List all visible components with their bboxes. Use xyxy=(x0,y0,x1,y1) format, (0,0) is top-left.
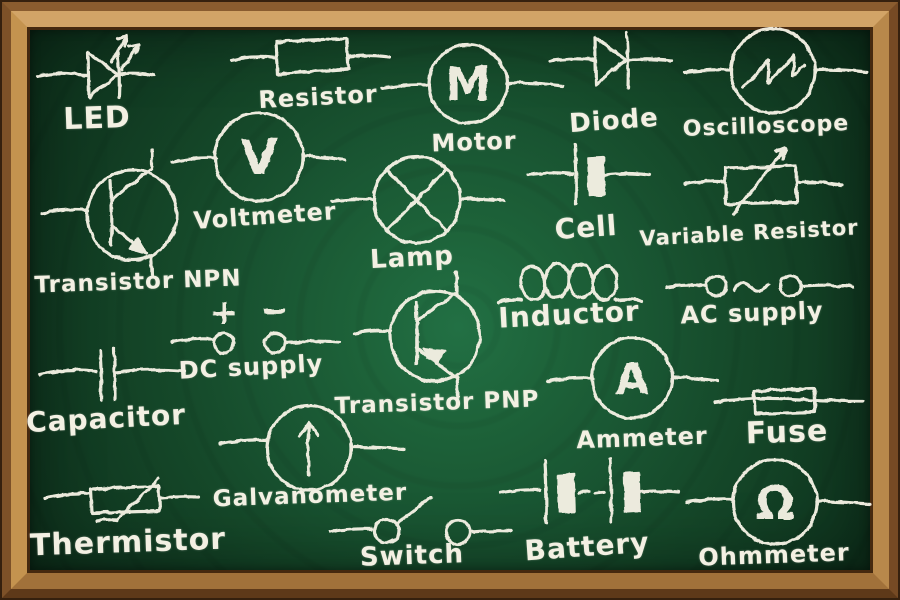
lamp-symbol-icon xyxy=(330,155,506,245)
resistor-label: Resistor xyxy=(257,79,379,115)
motor-letter: M xyxy=(445,57,491,111)
battery-symbol-icon xyxy=(498,457,681,524)
ohmmeter-letter: Ω xyxy=(755,476,794,530)
ammeter-letter: A xyxy=(615,354,649,405)
capacitor-symbol-icon xyxy=(38,347,186,403)
diode-symbol-icon xyxy=(548,31,673,90)
switch-symbol-icon xyxy=(328,496,514,546)
led-symbol-icon xyxy=(36,34,156,99)
inductor-label: Inductor xyxy=(497,294,641,335)
galvanometer-symbol-icon xyxy=(218,404,406,492)
transistor-pnp-symbol-icon xyxy=(352,270,482,400)
ammeter-symbol-icon: A xyxy=(546,336,720,420)
ohmmeter-label: Ohmmeter xyxy=(697,538,851,572)
oscilloscope-label: Oscilloscope xyxy=(682,111,850,142)
frame-inner-seam xyxy=(27,27,873,573)
dc-plus-sign: + xyxy=(210,293,239,333)
transistor-npn-symbol-icon xyxy=(40,148,179,279)
chalkboard-frame xyxy=(11,11,889,589)
diode-label: Diode xyxy=(568,102,660,140)
motor-symbol-icon: M xyxy=(380,43,565,125)
ac-supply-symbol-icon xyxy=(665,274,855,298)
dc-supply-symbol-icon: + − xyxy=(170,291,342,355)
fuse-label: Fuse xyxy=(745,413,829,452)
oscilloscope-symbol-icon xyxy=(683,27,869,115)
led-label: LED xyxy=(62,99,132,138)
capacitor-label: Capacitor xyxy=(25,397,187,440)
cell-symbol-icon xyxy=(526,143,651,205)
ammeter-label: Ammeter xyxy=(575,421,709,455)
thermistor-symbol-icon xyxy=(43,477,200,523)
inductor-symbol-icon xyxy=(497,262,644,304)
variable-resistor-label: Variable Resistor xyxy=(638,215,860,251)
cell-label: Cell xyxy=(553,208,619,247)
variable-resistor-symbol-icon xyxy=(683,147,843,216)
switch-label: Switch xyxy=(359,539,465,573)
dc-minus-sign: − xyxy=(261,291,290,331)
voltmeter-symbol-icon: V xyxy=(170,111,347,203)
thermistor-label: Thermistor xyxy=(29,521,227,564)
fuse-symbol-icon xyxy=(713,387,865,416)
ohmmeter-symbol-icon: Ω xyxy=(685,458,872,546)
voltmeter-letter: V xyxy=(240,130,277,186)
resistor-symbol-icon xyxy=(230,37,391,76)
ac-supply-label: AC supply xyxy=(679,296,825,330)
